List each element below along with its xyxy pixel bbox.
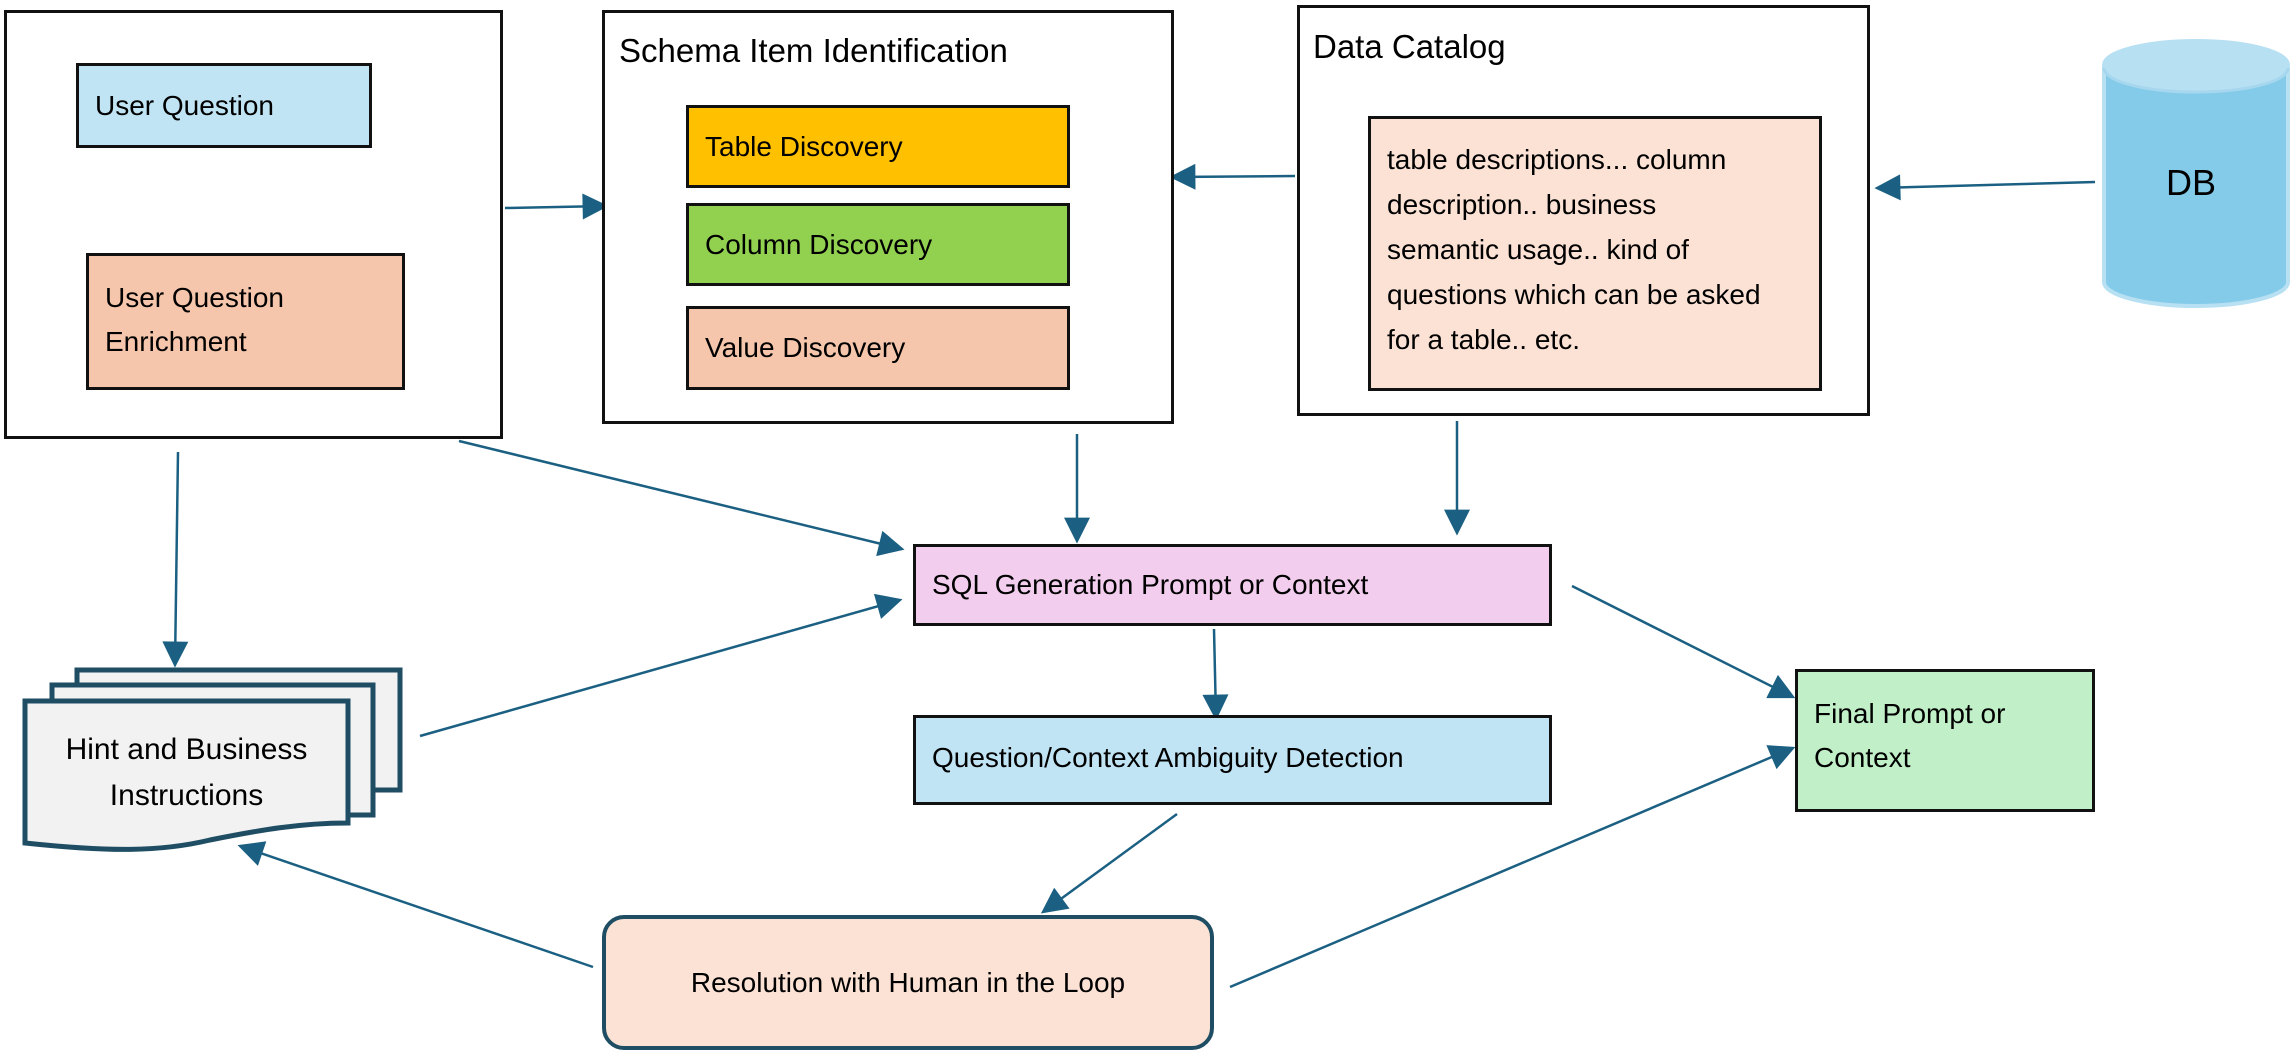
catalog-description-label: table descriptions... column description… — [1387, 144, 1761, 355]
database-icon[interactable] — [2100, 38, 2292, 310]
enrichment-node[interactable]: User Question Enrichment — [86, 253, 405, 390]
sql-prompt-node[interactable]: SQL Generation Prompt or Context — [913, 544, 1552, 626]
schema-group-title: Schema Item Identification — [619, 32, 1008, 69]
arrow-sql-prompt-to-ambiguity — [1202, 628, 1229, 721]
catalog-group-title: Data Catalog — [1313, 28, 1506, 65]
table-discovery-label: Table Discovery — [705, 130, 903, 162]
arrow-catalog-to-schema — [1169, 163, 1296, 190]
sql-prompt-label: SQL Generation Prompt or Context — [932, 569, 1369, 600]
arrow-db-to-catalog-description — [1874, 174, 2096, 201]
value-discovery-label: Value Discovery — [705, 332, 906, 363]
arrow-resolution-to-final-prompt — [1229, 745, 1796, 989]
arrow-hints-to-sql-prompt — [419, 593, 903, 738]
catalog-description-node[interactable]: table descriptions... column description… — [1368, 116, 1822, 391]
resolution-label: Resolution with Human in the Loop — [690, 966, 1126, 998]
arrow-ambiguity-to-resolution — [1040, 812, 1178, 914]
ambiguity-node[interactable]: Question/Context Ambiguity Detection — [913, 715, 1552, 805]
enrichment-label: User Question Enrichment — [105, 282, 284, 357]
final-prompt-node[interactable]: Final Prompt or Context — [1795, 669, 2095, 812]
column-discovery-label: Column Discovery — [705, 228, 933, 260]
arrow-user-input-to-hints — [162, 451, 189, 668]
arrow-sql-prompt-to-final-prompt — [1571, 584, 1796, 699]
arrow-resolution-to-hints — [237, 841, 594, 969]
hints-label: Hint and Business Instructions — [65, 733, 308, 812]
resolution-node[interactable]: Resolution with Human in the Loop — [602, 915, 1214, 1050]
db-label: DB — [2166, 162, 2217, 203]
ambiguity-label: Question/Context Ambiguity Detection — [932, 742, 1404, 773]
hints-document-icon[interactable] — [0, 0, 420, 870]
table-discovery-node[interactable]: Table Discovery — [686, 105, 1070, 188]
value-discovery-node[interactable]: Value Discovery — [686, 306, 1070, 390]
final-prompt-label: Final Prompt or Context — [1814, 698, 2006, 773]
arrow-user-input-to-sql-prompt — [458, 439, 905, 557]
user-question-label: User Question — [95, 89, 274, 121]
arrow-user-input-to-schema — [504, 193, 609, 220]
user-question-node[interactable]: User Question — [76, 63, 372, 148]
column-discovery-node[interactable]: Column Discovery — [686, 203, 1070, 286]
